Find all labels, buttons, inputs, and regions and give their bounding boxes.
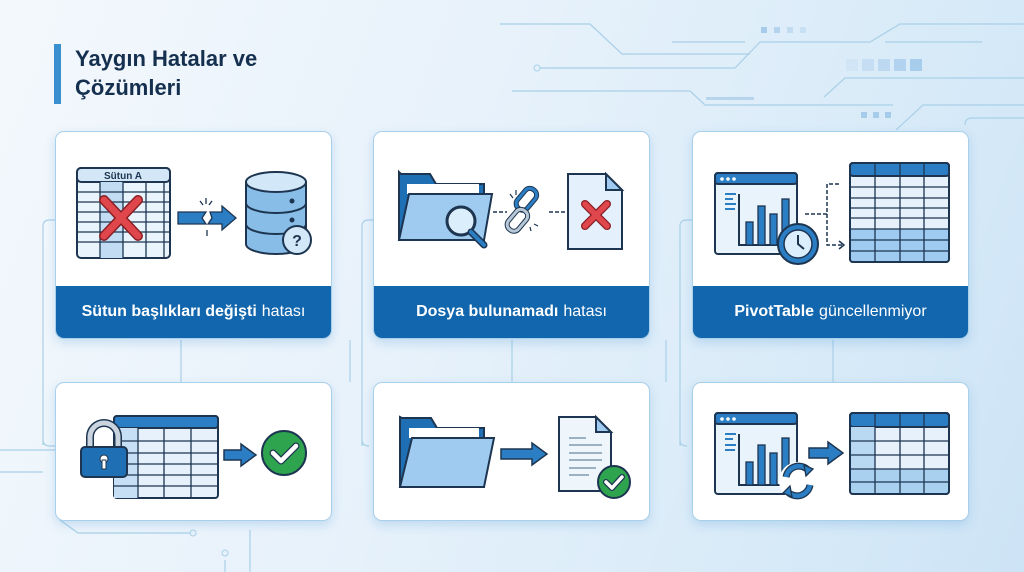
chart-window-refresh-icon	[714, 412, 817, 500]
broken-arrow-icon	[177, 198, 237, 236]
problem-label-normal: güncellenmiyor	[819, 303, 927, 320]
problem-card-file-not-found: Dosya bulunamadı hatası	[373, 131, 650, 339]
problem-card-column-headers: Sütun A ? Sütun başlıkları değişti hatas…	[55, 131, 332, 339]
table-header-text: Sütun A	[104, 171, 142, 182]
document-check-icon	[558, 414, 631, 499]
dashed-arrow-icon	[805, 183, 843, 246]
problem-label-bold: PivotTable	[734, 303, 815, 320]
problem-label: PivotTable güncellenmiyor	[693, 286, 968, 338]
chart-window-clock-icon	[714, 172, 819, 265]
green-check-icon	[261, 430, 307, 476]
file-red-x-icon	[567, 171, 625, 250]
problem-label: Dosya bulunamadı hatası	[374, 286, 649, 338]
database-question-icon: ?	[245, 171, 312, 255]
problem-label: Sütun başlıkları değişti hatası	[56, 286, 331, 338]
arrow-right-icon	[223, 442, 258, 468]
problem-label-bold: Dosya bulunamadı	[416, 303, 559, 320]
problem-card-pivottable: PivotTable güncellenmiyor	[692, 131, 969, 339]
page-title: Yaygın Hatalar ve Çözümleri	[75, 46, 258, 100]
solution-card-open-folder	[373, 382, 650, 521]
svg-text:?: ?	[292, 233, 302, 250]
problem-label-bold: Sütun başlıkları değişti	[81, 303, 257, 320]
problem-label-normal: hatası	[261, 303, 306, 320]
page-header: Yaygın Hatalar ve Çözümleri	[54, 44, 315, 104]
arrow-right-icon	[808, 440, 845, 466]
table-icon	[849, 412, 950, 495]
table-with-red-x-icon: Sütun A	[76, 167, 171, 259]
problem-label-normal: hatası	[563, 303, 607, 320]
arrow-right-icon	[500, 441, 549, 467]
solution-card-refresh-pivot	[692, 382, 969, 521]
table-icon	[849, 162, 950, 263]
open-folder-icon	[398, 415, 496, 488]
broken-link-icon	[493, 185, 565, 234]
folder-magnifier-icon	[397, 169, 494, 249]
title-accent-bar	[54, 44, 61, 104]
locked-table-icon	[80, 415, 219, 499]
solution-card-locked-table	[55, 382, 332, 521]
